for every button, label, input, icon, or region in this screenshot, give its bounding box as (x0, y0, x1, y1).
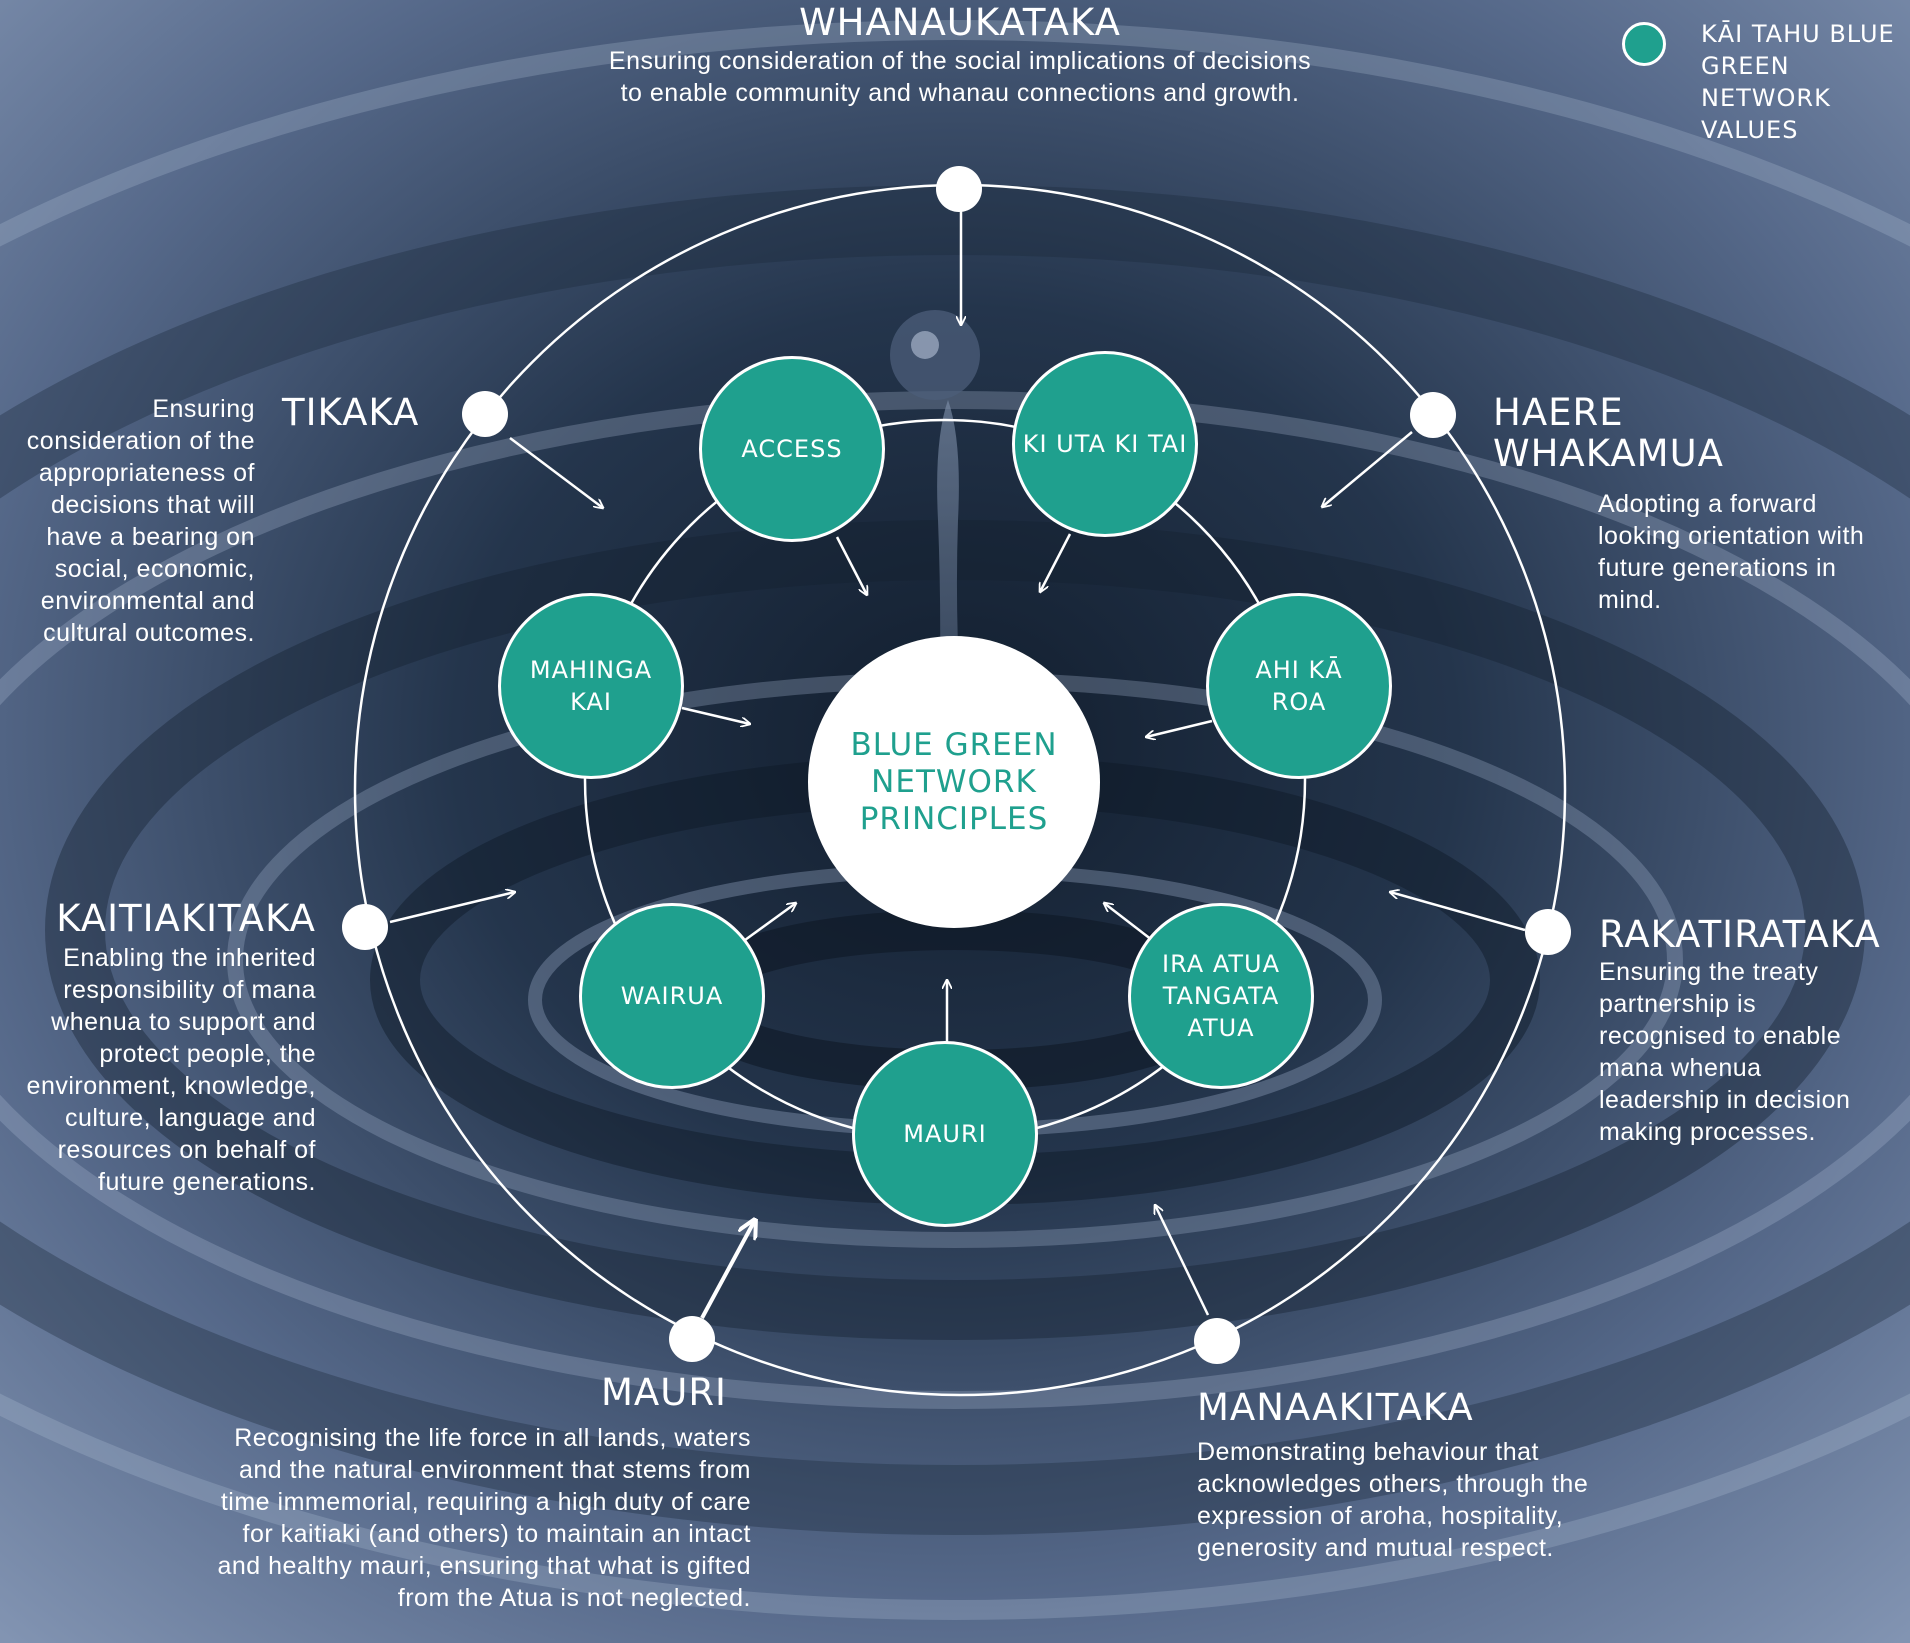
arrow-manaakitaka (1155, 1205, 1210, 1316)
arrow-kaitiakitaka (389, 892, 515, 924)
value-desc-rakatirataka: Ensuring the treaty partnership is recog… (1599, 958, 1851, 1146)
arrow-access (835, 536, 867, 595)
principle-label: WAIRUA (620, 982, 724, 1010)
principle-label: MAHINGA KAI (529, 656, 653, 716)
principle-label: AHI KĀ ROA (1255, 656, 1343, 716)
value-name-tikaka: TIKAKA (282, 391, 420, 434)
arrow-ahi-ka-roa (1146, 719, 1213, 737)
arrow-rakatirataka (1390, 892, 1526, 932)
principle-label: IRA ATUA TANGATA ATUA (1161, 950, 1281, 1042)
arrow-mahinga-kai (681, 706, 750, 724)
arrow-mauri-value (700, 1220, 755, 1319)
value-desc-manaakitaka: Demonstrating behaviour that acknowledge… (1197, 1438, 1589, 1562)
arrow-ira-atua (1104, 903, 1153, 941)
principle-access: ACCESS (699, 356, 885, 542)
principle-ahi-ka-roa: AHI KĀ ROA (1206, 593, 1392, 779)
value-name-manaakitaka: MANAAKITAKA (1197, 1386, 1474, 1429)
principle-mauri: MAURI (852, 1041, 1038, 1227)
arrow-ki-uta-ki-tai (1040, 533, 1072, 592)
value-name-haere-whakamua: HAERE WHAKAMUA (1493, 391, 1724, 475)
value-desc-kaitiakitaka: Enabling the inherited responsibility of… (26, 944, 316, 1196)
principle-label: MAURI (903, 1120, 987, 1148)
legend-swatch (1622, 22, 1666, 66)
value-desc-haere-whakamua: Adopting a forward looking orientation w… (1598, 490, 1865, 614)
value-desc-mauri: Recognising the life force in all lands,… (217, 1424, 751, 1612)
value-name-kaitiakitaka: KAITIAKITAKA (56, 897, 316, 940)
arrow-haere-whakamua (1322, 431, 1413, 507)
node-haere-whakamua (1410, 392, 1456, 438)
value-name-rakatirataka: RAKATIRATAKA (1599, 913, 1881, 956)
arrow-wairua (744, 903, 796, 942)
arrow-tikaka (509, 437, 603, 508)
value-desc-tikaka: Ensuring consideration of the appropriat… (26, 395, 255, 647)
principle-wairua: WAIRUA (579, 903, 765, 1089)
legend-label: KĀI TAHU BLUE GREEN NETWORK VALUES (1701, 20, 1895, 144)
principle-ira-atua: IRA ATUA TANGATA ATUA (1128, 903, 1314, 1089)
node-whanaukataka (936, 166, 982, 212)
center-label: BLUE GREEN NETWORK PRINCIPLES (850, 726, 1058, 837)
value-desc-whanaukataka: Ensuring consideration of the social imp… (608, 47, 1312, 107)
principle-label: ACCESS (741, 435, 843, 463)
node-kaitiakitaka (342, 904, 388, 950)
node-manaakitaka (1194, 1318, 1240, 1364)
value-name-mauri: MAURI (601, 1371, 727, 1414)
principle-label: KI UTA KI TAI (1022, 430, 1188, 458)
node-rakatirataka (1525, 909, 1571, 955)
node-mauri (669, 1316, 715, 1362)
node-tikaka (462, 391, 508, 437)
center-principles-circle: BLUE GREEN NETWORK PRINCIPLES (808, 636, 1100, 928)
principle-mahinga-kai: MAHINGA KAI (498, 593, 684, 779)
principle-ki-uta-ki-tai: KI UTA KI TAI (1012, 351, 1198, 537)
value-name-whanaukataka: WHANAUKATAKA (799, 1, 1121, 44)
